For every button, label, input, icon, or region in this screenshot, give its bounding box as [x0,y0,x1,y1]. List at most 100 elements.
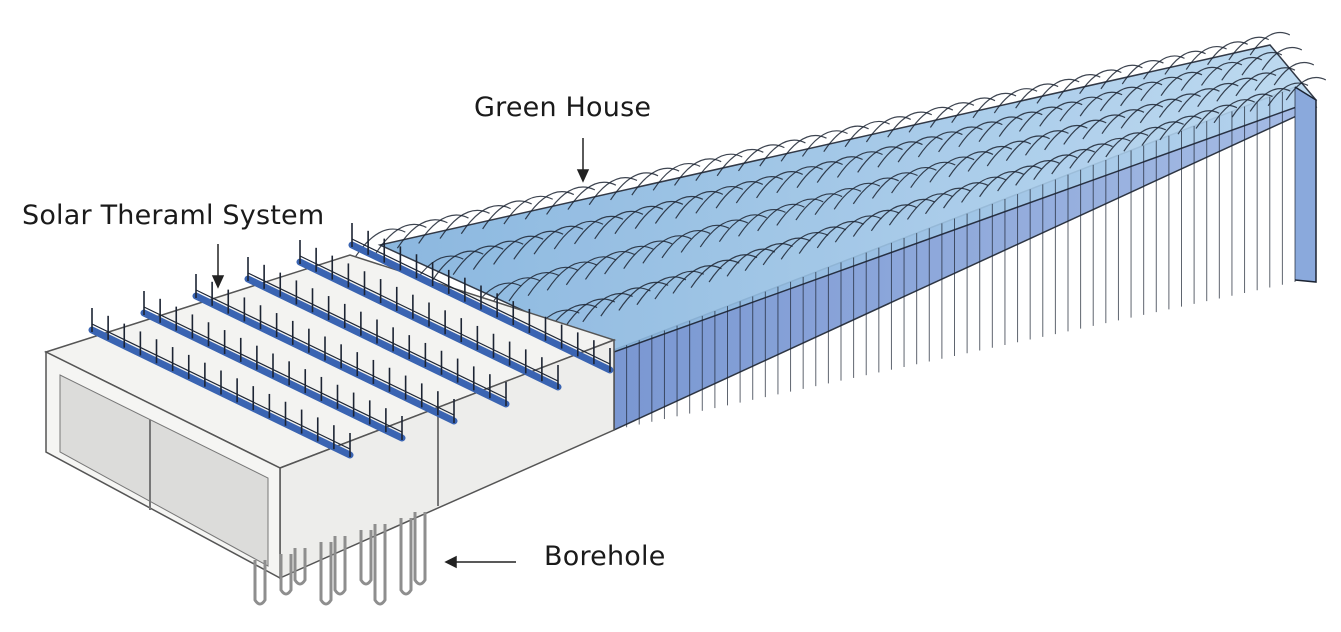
greenhouse-arch [503,195,553,225]
greenhouse-arch [814,187,862,216]
greenhouse-arch [680,224,730,253]
greenhouse-arch [796,161,843,189]
greenhouse-arch [762,237,811,266]
greenhouse-arch [1099,86,1143,112]
greenhouse-arch [482,200,532,230]
greenhouse-arch [906,193,953,220]
greenhouse-arch [967,145,1013,172]
greenhouse-arch [527,266,579,297]
borehole-pipe [373,524,387,606]
greenhouse-arch [1018,106,1063,132]
greenhouse-arch [636,276,687,306]
greenhouse-arch [546,186,596,215]
greenhouse-arch [674,158,722,186]
greenhouse-arch [439,209,490,239]
greenhouse-arch [801,130,848,157]
greenhouse-arch [735,176,783,204]
greenhouse-arch [757,203,805,232]
greenhouse-arch [943,182,989,209]
greenhouse-arch [857,146,903,173]
greenhouse-arch [708,254,758,283]
greenhouse-arch [1024,130,1069,156]
greenhouse-arch [834,215,882,243]
greenhouse-arch [865,116,911,143]
greenhouse-arch [489,277,541,307]
greenhouse-arch [738,208,786,237]
greenhouse-arch [533,225,584,255]
greenhouse-arch [1087,137,1131,163]
borehole-pipe [333,536,347,596]
greenhouse-arch [908,106,954,133]
borehole-pipe [359,530,373,586]
greenhouse-arch [780,231,829,260]
greenhouse-arch [718,214,767,243]
greenhouse-arch [1105,132,1149,158]
greenhouse-arch [924,187,971,215]
greenhouse-arch [871,172,918,199]
borehole-pipe [319,542,333,606]
greenhouse-arch [1261,46,1303,71]
greenhouse-arch [618,281,669,311]
greenhouse-arch [1015,83,1059,109]
greenhouse-arch [836,151,883,178]
greenhouse-arch [699,219,748,248]
greenhouse-arch [938,126,983,153]
greenhouse-arch [1033,154,1078,181]
greenhouse-arch [610,172,659,201]
greenhouse-arch [546,261,598,291]
borehole-label: Borehole [544,541,666,572]
greenhouse-arch [887,111,933,138]
greenhouse-arch [654,270,704,300]
greenhouse-arch [961,176,1007,203]
greenhouse-arch [1201,61,1243,86]
greenhouse-arch [623,240,673,270]
greenhouse-arch [917,131,963,158]
greenhouse-arch [978,116,1023,143]
greenhouse-arch [513,230,564,260]
greenhouse-arch [833,182,881,210]
greenhouse-arch [672,265,722,294]
greenhouse-arch [567,181,617,210]
greenhouse-arch [997,165,1042,192]
greenhouse-arch [776,166,823,194]
greenhouse-arch [1249,88,1291,112]
green-house-label: Green House [474,92,652,123]
greenhouse-arch [1100,64,1143,90]
greenhouse-arch [929,102,975,128]
greenhouse-arch [1235,72,1277,97]
greenhouse-arch [432,250,484,281]
greenhouse-arch [744,243,793,271]
greenhouse-arch [493,235,544,265]
greenhouse-end-wall [1294,86,1317,283]
greenhouse-arch [1254,67,1296,91]
greenhouse-arch [776,198,824,226]
greenhouse-arch [986,140,1032,167]
greenhouse-arch [929,156,975,183]
greenhouse-arch [1285,76,1327,101]
greenhouse-arch [654,195,704,224]
greenhouse-arch [897,136,943,163]
greenhouse-arch [1195,104,1238,129]
greenhouse-arch [1216,77,1258,102]
greenhouse-arch [1213,99,1255,124]
greenhouse-arch [716,148,764,177]
greenhouse-arch [508,271,560,302]
greenhouse-arch [675,190,724,219]
greenhouse-arch [695,185,744,214]
greenhouse-arch [604,245,654,275]
greenhouse-arch [690,259,740,289]
borehole-pipe [253,560,267,606]
greenhouse-wall-posts [613,87,1296,430]
greenhouse-arch [614,205,664,235]
greenhouse-arch [870,204,918,232]
greenhouse-arch [1057,74,1101,99]
greenhouse-arch [759,139,806,167]
greenhouse-arch [715,180,764,209]
greenhouse-arch [553,220,604,250]
greenhouse-arch [1051,148,1096,175]
greenhouse-arch [1079,91,1123,117]
borehole-pipes [253,512,427,606]
greenhouse-arch [564,298,616,328]
